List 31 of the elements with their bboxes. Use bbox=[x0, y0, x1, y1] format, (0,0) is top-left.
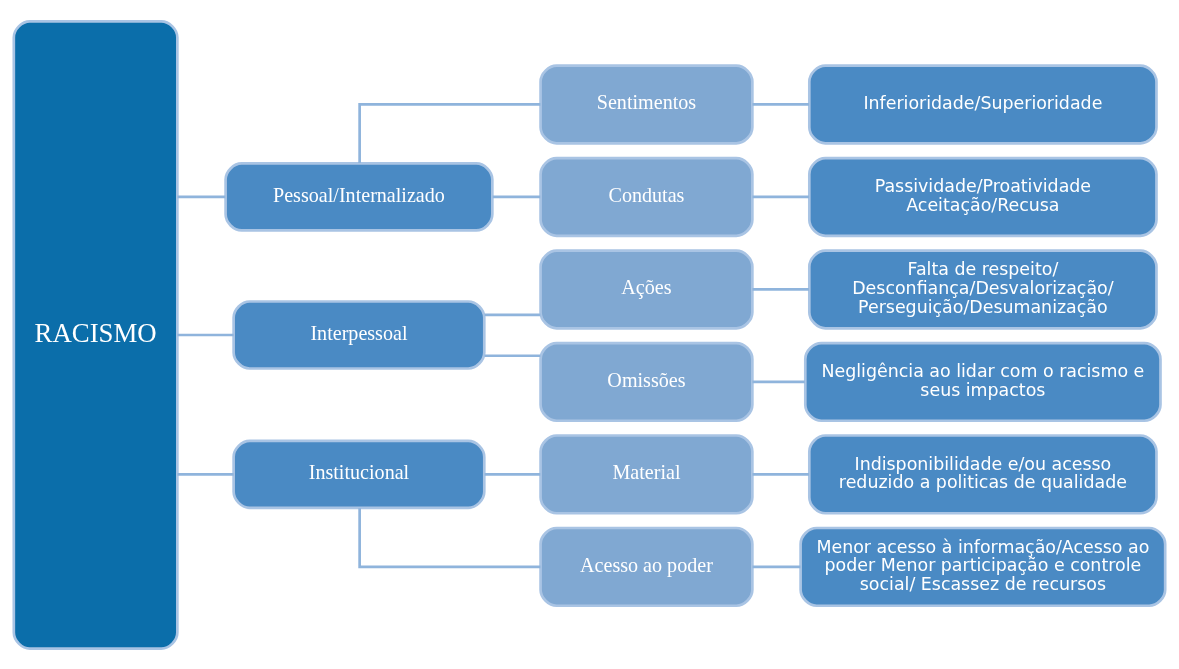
node-box: Interpessoal bbox=[232, 299, 486, 370]
node-box: Material bbox=[539, 433, 754, 515]
connector bbox=[752, 380, 805, 383]
node-box: Negligência ao lidar com o racismo e seus impactos bbox=[803, 341, 1162, 422]
connector bbox=[358, 507, 541, 568]
connector bbox=[752, 195, 810, 198]
node-box: Acesso ao poder bbox=[539, 526, 754, 607]
connector bbox=[484, 353, 541, 357]
connector bbox=[177, 195, 226, 198]
node-box: Pessoal/Internalizado bbox=[224, 161, 494, 232]
node-box: Falta de respeito/ Desconfiança/Desvalorização/ Perseguição/Desumanização bbox=[808, 248, 1158, 330]
node-box: Ações bbox=[539, 248, 754, 330]
node-box: RACISMO bbox=[12, 19, 179, 650]
connector bbox=[177, 472, 234, 476]
node-box: Inferioridade/Superioridade bbox=[808, 63, 1158, 145]
connector bbox=[177, 333, 234, 336]
node-box: Omissões bbox=[539, 341, 754, 422]
node-box: Indisponibilidade e/ou acesso reduzido a politicas de qualidade bbox=[808, 433, 1158, 515]
node-box: Sentimentos bbox=[539, 63, 754, 145]
connector bbox=[752, 565, 801, 568]
connector bbox=[752, 472, 810, 476]
connector bbox=[492, 195, 541, 198]
node-box: Passividade/Proatividade Aceitação/Recusa bbox=[808, 156, 1158, 237]
connector bbox=[752, 102, 810, 106]
connector bbox=[752, 287, 810, 291]
connector bbox=[358, 102, 541, 163]
connector bbox=[484, 472, 541, 476]
node-box: Condutas bbox=[539, 156, 754, 237]
connector bbox=[484, 313, 541, 316]
node-box: Institucional bbox=[232, 439, 486, 509]
node-box: Menor acesso à informação/Acesso ao poder Menor participação e controle social/ Escassez de recursos bbox=[799, 526, 1167, 607]
